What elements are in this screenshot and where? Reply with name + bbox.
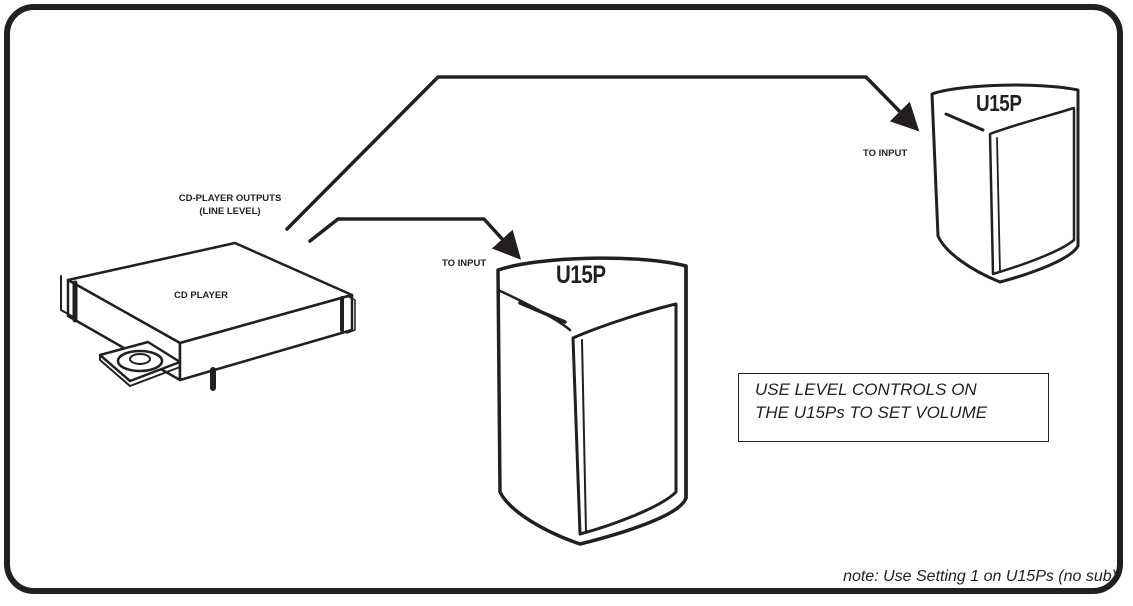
to-input-label-far: TO INPUT [863, 148, 908, 159]
speaker-far [930, 83, 1080, 284]
speaker-model-label-far: U15P [976, 90, 1022, 116]
cable-main-speaker [308, 217, 522, 260]
outputs-label: CD-PLAYER OUTPUTS (LINE LEVEL) [150, 192, 310, 218]
cd-player-label: CD PLAYER [174, 290, 229, 301]
instruction-box: USE LEVEL CONTROLS ON THE U15Ps TO SET V… [738, 373, 1049, 442]
instruction-line1: USE LEVEL CONTROLS ON [755, 380, 977, 399]
cable-far-speaker [285, 75, 920, 231]
outputs-label-line2: (LINE LEVEL) [199, 206, 261, 217]
speaker-model-label-main: U15P [556, 261, 606, 289]
speaker-main [496, 256, 688, 546]
cd-player [60, 241, 356, 391]
setting-note: note: Use Setting 1 on U15Ps (no sub) [843, 568, 1117, 585]
outputs-label-line1: CD-PLAYER OUTPUTS [178, 193, 282, 204]
to-input-label-main: TO INPUT [442, 258, 487, 269]
instruction-line2: THE U15Ps TO SET VOLUME [755, 403, 988, 422]
disc-tray [98, 340, 182, 387]
